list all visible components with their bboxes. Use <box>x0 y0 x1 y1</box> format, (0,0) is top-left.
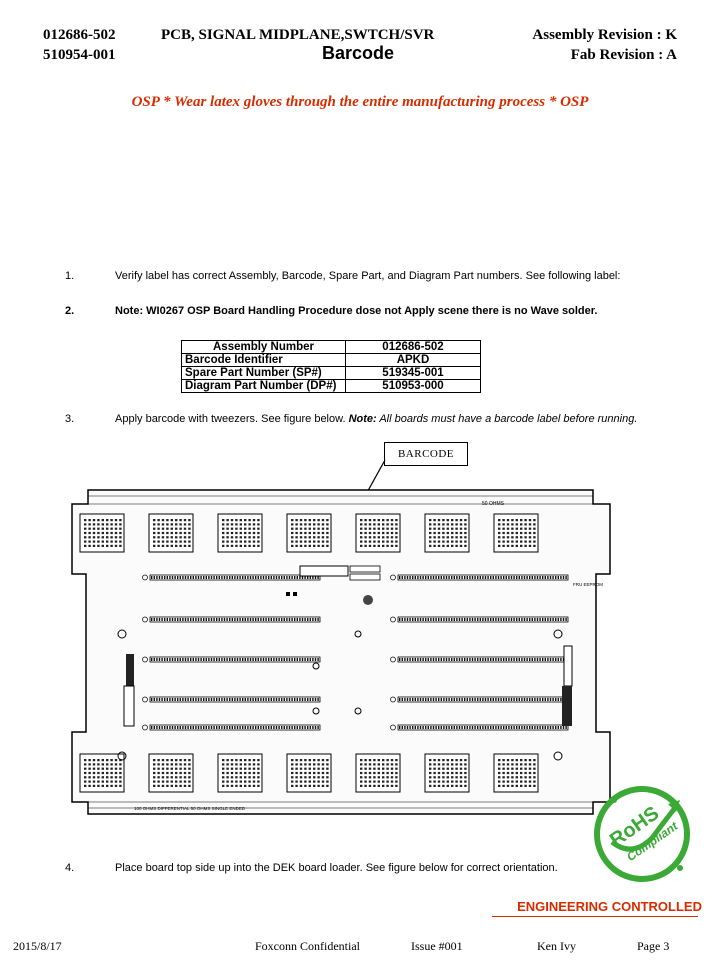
footer-issue: Issue #001 <box>411 939 463 953</box>
step-text: Note: WI0267 OSP Board Handling Procedur… <box>115 305 598 317</box>
table-row: Diagram Part Number (DP#) 510953-000 <box>181 379 481 393</box>
rail-connector <box>142 616 321 623</box>
rail-connector <box>142 656 321 663</box>
board-connector <box>148 753 194 793</box>
step-number: 1. <box>65 270 75 282</box>
label-parts-table: Assembly Number 012686-502 Barcode Ident… <box>181 340 481 393</box>
footer-page-number: Page 3 <box>637 939 670 953</box>
board-connector <box>493 753 539 793</box>
board-bottom-label: 100 OHMS DIFFERENTIAL 50 OHMS SINGLE END… <box>134 806 246 811</box>
page-subtitle: Barcode <box>322 43 395 63</box>
footer-confidential: Foxconn Confidential <box>255 939 360 953</box>
step-text: Verify label has correct Assembly, Barco… <box>115 270 621 282</box>
note-label: Note: <box>348 413 377 425</box>
board-connector <box>286 753 332 793</box>
table-cell-label: Diagram Part Number (DP#) <box>181 379 346 393</box>
rail-connector <box>390 616 569 623</box>
board-connector <box>148 513 194 553</box>
fab-revision: Fab Revision : A <box>570 47 677 63</box>
board-connector <box>217 753 263 793</box>
engineering-underline <box>492 916 698 917</box>
rail-connector <box>390 574 569 581</box>
top-connectors <box>79 513 539 553</box>
rail-connector <box>390 724 569 731</box>
assembly-part-number: 012686-502 <box>43 27 116 43</box>
board-top-label: 50 OHMS <box>482 501 505 507</box>
barcode-callout: BARCODE <box>384 442 468 466</box>
table-row: Spare Part Number (SP#) 519345-001 <box>181 366 481 380</box>
board-connector <box>79 753 125 793</box>
footer-date: 2015/8/17 <box>13 939 62 953</box>
table-cell-label: Spare Part Number (SP#) <box>181 366 346 380</box>
rail-connector <box>142 574 321 581</box>
fru-eeprom-label: FRU EEPROM <box>573 582 603 587</box>
step-number: 3. <box>65 413 75 425</box>
footer-author: Ken Ivy <box>537 939 576 953</box>
board-connector <box>79 513 125 553</box>
note-text: All boards must have a barcode label bef… <box>376 413 638 425</box>
fab-part-number: 510954-001 <box>43 47 116 63</box>
table-cell-value: 510953-000 <box>345 379 481 393</box>
board-connector <box>355 753 401 793</box>
step-3: 3. Apply barcode with tweezers. See figu… <box>65 412 655 427</box>
rohs-compliant-stamp: RoHS Compliant <box>594 786 690 882</box>
step-1: 1. Verify label has correct Assembly, Ba… <box>65 269 655 284</box>
engineering-controlled-label: ENGINEERING CONTROLLED <box>517 899 702 914</box>
step-4: 4. Place board top side up into the DEK … <box>65 861 665 876</box>
step-text-plain: Apply barcode with tweezers. See figure … <box>115 413 349 425</box>
table-cell-label: Barcode Identifier <box>181 353 346 367</box>
midplane-board-figure: 50 OHMS 100 OHMS DIFFERENTIAL 50 OHMS SI… <box>71 489 611 815</box>
board-connector <box>493 513 539 553</box>
step-number: 4. <box>65 862 75 874</box>
board-connector <box>424 753 470 793</box>
step-2: 2. Note: WI0267 OSP Board Handling Proce… <box>65 304 665 319</box>
document-title: PCB, SIGNAL MIDPLANE,SWTCH/SVR <box>161 27 435 43</box>
table-cell-value: 519345-001 <box>345 366 481 380</box>
board-connector <box>217 513 263 553</box>
board-connector <box>355 513 401 553</box>
step-number: 2. <box>65 305 75 317</box>
board-barcode-label <box>299 565 349 577</box>
bottom-connectors <box>79 753 539 793</box>
board-connector <box>286 513 332 553</box>
osp-warning: OSP * Wear latex gloves through the enti… <box>131 94 589 110</box>
board-connector <box>424 513 470 553</box>
rail-connector <box>142 696 321 703</box>
rail-connector <box>390 656 569 663</box>
step-text: Apply barcode with tweezers. See figure … <box>115 412 655 427</box>
rail-connector <box>142 724 321 731</box>
assembly-revision: Assembly Revision : K <box>532 27 677 43</box>
step-text: Place board top side up into the DEK boa… <box>115 862 558 874</box>
rail-connector <box>390 696 569 703</box>
